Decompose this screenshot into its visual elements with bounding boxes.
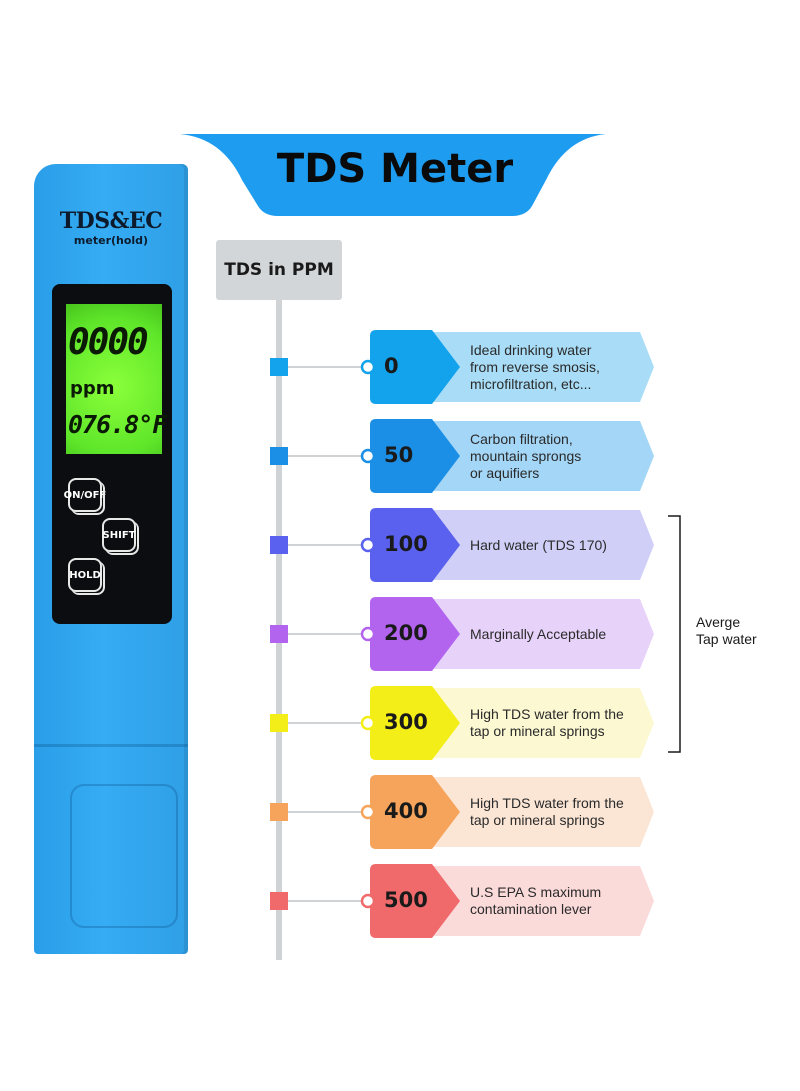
level-description-line: Ideal drinking water: [470, 341, 592, 358]
bracket-label-line: Averge: [696, 614, 741, 630]
lcd-temperature: 076.8°F: [68, 410, 167, 439]
level-description-card: [420, 510, 654, 580]
page-title: TDS Meter: [276, 146, 514, 192]
level-marker: [270, 536, 288, 554]
tag-ring: [360, 448, 376, 464]
level-description-line: Carbon filtration,: [470, 430, 573, 447]
level-description-line: mountain sprongs: [470, 447, 582, 464]
level-marker: [270, 358, 288, 376]
tap-water-bracket-label: Averge Tap water: [696, 614, 786, 648]
lcd-display: 0000 ppm 076.8°F: [66, 304, 167, 454]
level-value: 400: [384, 799, 428, 823]
level-description-line: Hard water (TDS 170): [470, 536, 607, 553]
level-marker: [270, 892, 288, 910]
level-description-card: [420, 866, 654, 936]
meter-cap-panel: [70, 784, 178, 928]
level-marker: [270, 803, 288, 821]
title-banner: [180, 134, 606, 216]
level-tag: [370, 597, 460, 671]
level-marker: [270, 447, 288, 465]
level-description-line: microfiltration, etc...: [470, 375, 592, 392]
tag-ring: [360, 804, 376, 820]
shift-button: SHIFT: [102, 518, 139, 555]
level-value: 300: [384, 710, 428, 734]
level-value: 0: [384, 354, 399, 378]
level-tag: [370, 686, 460, 760]
tag-ring: [360, 359, 376, 375]
level-tag: [370, 775, 460, 849]
meter-subtitle: meter(hold): [73, 234, 149, 247]
level-description-line: U.S EPA S maximum: [470, 884, 602, 900]
level-value: 500: [384, 888, 428, 912]
level-description: Marginally Acceptable: [470, 626, 660, 643]
level-marker: [270, 714, 288, 732]
level-description-line: tap or mineral springs: [470, 723, 605, 739]
meter-cap-seam: [34, 744, 188, 747]
level-description-line: or aquifiers: [470, 464, 540, 481]
lcd-reading: 0000: [68, 322, 149, 363]
level-description-card: [420, 777, 654, 847]
level-tag: [370, 864, 460, 938]
level-marker: [270, 625, 288, 643]
level-tag: [370, 419, 460, 493]
level-description-line: tap or mineral springs: [470, 812, 605, 828]
level-value: 50: [384, 443, 414, 467]
level-value: 200: [384, 621, 428, 645]
level-tag: [370, 330, 460, 404]
level-description-line: High TDS water from the: [470, 795, 624, 811]
level-description-line: from reverse smosis,: [470, 358, 600, 375]
level-description-card: [420, 421, 654, 491]
level-tag: [370, 508, 460, 582]
level-description-card: [420, 332, 654, 402]
level-description: Hard water (TDS 170): [470, 537, 660, 554]
level-description-card: [420, 688, 654, 758]
tag-ring: [360, 626, 376, 642]
on-off-button: ON/OFF: [64, 478, 106, 515]
level-value: 100: [384, 532, 428, 556]
tag-ring: [360, 893, 376, 909]
level-description-line: Marginally Acceptable: [470, 625, 607, 642]
level-description-line: High TDS water from the: [470, 706, 624, 722]
tap-water-bracket: [668, 515, 681, 753]
ppm-axis-header: TDS in PPM: [216, 240, 342, 300]
tds-meter-device: TDS&EC meter(hold) 0000 ppm 076.8°F ON/O…: [34, 164, 188, 954]
hold-button: HOLD: [68, 558, 105, 595]
level-description-line: contamination lever: [470, 901, 592, 917]
bracket-label-line: Tap water: [696, 631, 757, 647]
level-description-card: [420, 599, 654, 669]
lcd-unit: ppm: [70, 378, 115, 399]
tag-ring: [360, 715, 376, 731]
meter-screen: 0000 ppm 076.8°F ON/OFF SHIFT HOLD: [52, 284, 172, 624]
meter-brand-label: TDS&EC: [59, 208, 163, 234]
tag-ring: [360, 537, 376, 553]
